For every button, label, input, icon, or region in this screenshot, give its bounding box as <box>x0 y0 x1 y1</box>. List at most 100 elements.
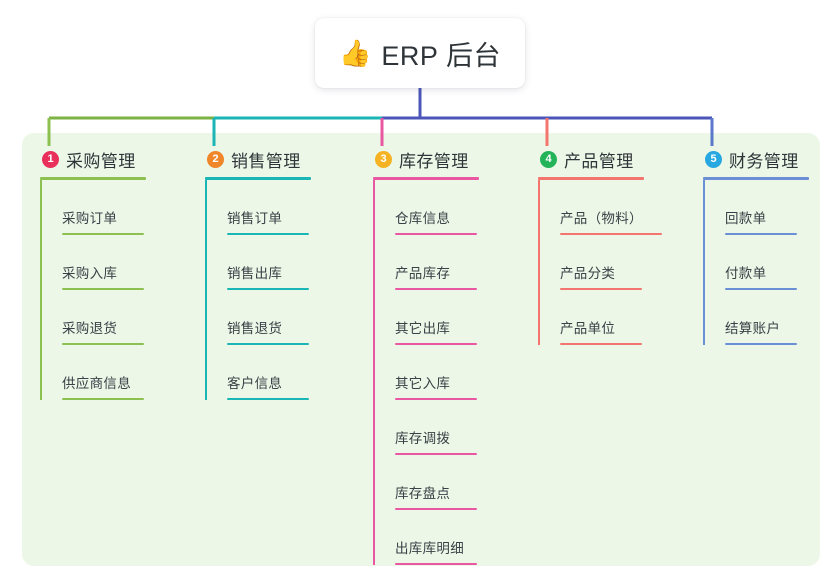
branch-item-underline <box>395 343 477 345</box>
branch-item-underline <box>725 288 797 290</box>
branch-item-list-3: 仓库信息产品库存其它出库其它入库库存调拨库存盘点出库库明细 <box>373 180 479 565</box>
branch-spine-4 <box>538 180 540 345</box>
branch-item-label: 采购退货 <box>62 321 118 336</box>
thumbs-up-icon: 👍 <box>339 38 372 68</box>
branch-spine-5 <box>703 180 705 345</box>
branch-title-5: 财务管理 <box>729 151 799 171</box>
branch-title-3: 库存管理 <box>399 151 469 171</box>
branch-item-list-5: 回款单付款单结算账户 <box>703 180 809 345</box>
branch-item[interactable]: 回款单 <box>703 180 809 235</box>
branch-item-underline <box>395 233 477 235</box>
branch-item-label: 产品库存 <box>395 266 451 281</box>
branch-badge-2: 2 <box>207 150 224 168</box>
branch-item[interactable]: 产品库存 <box>373 235 479 290</box>
branch-item-label: 采购入库 <box>62 266 118 281</box>
branch-item-label: 产品单位 <box>560 321 616 336</box>
branch-item-label: 销售出库 <box>227 266 283 281</box>
branch-item[interactable]: 库存盘点 <box>373 455 479 510</box>
branch-item[interactable]: 产品（物料） <box>538 180 662 235</box>
branch-item[interactable]: 其它出库 <box>373 290 479 345</box>
branch-item-underline <box>560 288 642 290</box>
branch-column-4: 4 产品管理产品（物料） 产品分类产品单位 <box>538 146 662 345</box>
branch-item[interactable]: 销售订单 <box>205 180 311 235</box>
branch-spine-3 <box>373 180 375 565</box>
branch-item-list-2: 销售订单销售出库销售退货客户信息 <box>205 180 311 400</box>
branch-item-label: 仓库信息 <box>395 211 451 226</box>
branch-item-label: 销售退货 <box>227 321 283 336</box>
branch-item-label: 回款单 <box>725 211 767 226</box>
branch-item[interactable]: 仓库信息 <box>373 180 479 235</box>
branch-item-label: 库存盘点 <box>395 486 451 501</box>
branch-item-underline <box>62 233 144 235</box>
branch-item-underline <box>62 398 144 400</box>
branch-item-underline <box>395 563 477 565</box>
branch-item-label: 其它入库 <box>395 376 451 391</box>
branch-item-label: 产品分类 <box>560 266 616 281</box>
branch-underline-3 <box>373 177 479 180</box>
branch-header-2[interactable]: 2 销售管理 <box>205 146 311 172</box>
branch-item-underline <box>725 343 797 345</box>
branch-item-label: 供应商信息 <box>62 376 131 391</box>
branch-header-1[interactable]: 1 采购管理 <box>40 146 146 172</box>
branch-badge-1: 1 <box>42 150 59 168</box>
branch-underline-5 <box>703 177 809 180</box>
branch-item[interactable]: 销售出库 <box>205 235 311 290</box>
branch-item-label: 其它出库 <box>395 321 451 336</box>
branch-item-label: 销售订单 <box>227 211 283 226</box>
branch-item[interactable]: 采购入库 <box>40 235 146 290</box>
root-node[interactable]: 👍 ERP 后台 <box>315 18 525 88</box>
branch-spine-1 <box>40 180 42 400</box>
branch-column-2: 2 销售管理销售订单销售出库销售退货客户信息 <box>205 146 311 400</box>
branch-item-underline <box>227 398 309 400</box>
branch-item-list-1: 采购订单采购入库采购退货供应商信息 <box>40 180 146 400</box>
branch-title-2: 销售管理 <box>231 151 301 171</box>
branch-spine-2 <box>205 180 207 400</box>
branch-item[interactable]: 产品单位 <box>538 290 662 345</box>
branch-item[interactable]: 采购订单 <box>40 180 146 235</box>
branch-item[interactable]: 产品分类 <box>538 235 662 290</box>
branch-item[interactable]: 付款单 <box>703 235 809 290</box>
branch-column-1: 1 采购管理采购订单采购入库采购退货供应商信息 <box>40 146 146 400</box>
branch-header-5[interactable]: 5 财务管理 <box>703 146 809 172</box>
branch-item-underline <box>62 288 144 290</box>
branch-item-underline <box>560 343 642 345</box>
branch-item-underline <box>560 233 662 235</box>
branch-item-underline <box>227 343 309 345</box>
branch-item-label: 采购订单 <box>62 211 118 226</box>
branch-badge-4: 4 <box>540 150 557 168</box>
branch-item-underline <box>227 288 309 290</box>
branch-item[interactable]: 结算账户 <box>703 290 809 345</box>
branch-item-label: 产品（物料） <box>560 211 643 226</box>
branch-item[interactable]: 出库库明细 <box>373 510 479 565</box>
branch-item-underline <box>725 233 797 235</box>
branch-item[interactable]: 其它入库 <box>373 345 479 400</box>
branch-item-label: 出库库明细 <box>395 541 464 556</box>
branch-header-4[interactable]: 4 产品管理 <box>538 146 662 172</box>
branch-item-underline <box>62 343 144 345</box>
branch-item-list-4: 产品（物料） 产品分类产品单位 <box>538 180 662 345</box>
branch-badge-5: 5 <box>705 150 722 168</box>
branch-item-label: 付款单 <box>725 266 767 281</box>
branch-item-underline <box>227 233 309 235</box>
diagram-background-panel <box>22 133 820 566</box>
branch-item[interactable]: 采购退货 <box>40 290 146 345</box>
branch-underline-4 <box>538 177 644 180</box>
branch-item[interactable]: 客户信息 <box>205 345 311 400</box>
branch-underline-2 <box>205 177 311 180</box>
branch-column-5: 5 财务管理回款单付款单结算账户 <box>703 146 809 345</box>
branch-item-underline <box>395 398 477 400</box>
branch-item-label: 结算账户 <box>725 321 781 336</box>
branch-item[interactable]: 销售退货 <box>205 290 311 345</box>
branch-item-underline <box>395 508 477 510</box>
branch-item-label: 客户信息 <box>227 376 283 391</box>
branch-item[interactable]: 供应商信息 <box>40 345 146 400</box>
branch-title-1: 采购管理 <box>66 151 136 171</box>
branch-underline-1 <box>40 177 146 180</box>
branch-item[interactable]: 库存调拨 <box>373 400 479 455</box>
root-title: ERP 后台 <box>381 40 501 71</box>
branch-title-4: 产品管理 <box>564 151 634 171</box>
